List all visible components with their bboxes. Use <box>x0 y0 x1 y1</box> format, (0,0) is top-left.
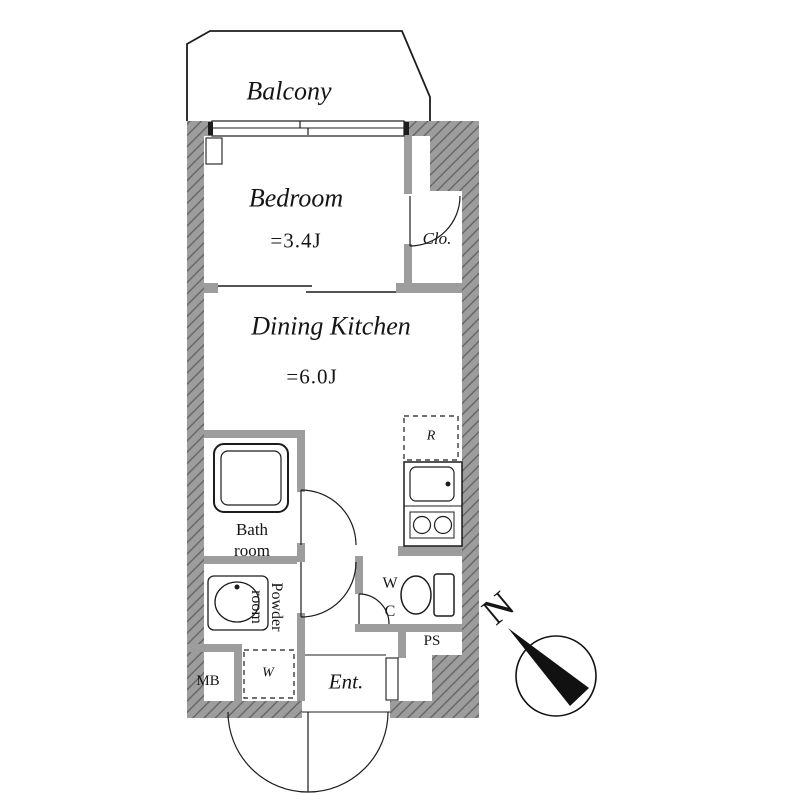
refrigerator-label: R <box>426 428 436 444</box>
fixtures <box>207 415 463 701</box>
ps-left-wall <box>398 624 406 658</box>
outer-wall-right <box>462 121 479 718</box>
kitchen-counter <box>403 461 463 547</box>
refrigerator-space <box>403 415 459 461</box>
bathroom-label: Bath room <box>234 519 270 562</box>
toilet <box>400 573 455 617</box>
interior-walls <box>187 136 462 701</box>
closet-wall-lower <box>404 244 412 286</box>
compass <box>508 628 597 717</box>
bath-powder-divider <box>204 556 297 564</box>
powder-room-label-line2: room <box>248 590 265 624</box>
bedroom-niche <box>205 137 223 165</box>
closet-label: Clo. <box>422 228 452 248</box>
bathroom-label-line1: Bath <box>235 519 269 539</box>
wc-bottom-wall <box>355 624 462 632</box>
wc-label-line2: C <box>384 603 396 620</box>
column-top-right <box>430 121 479 191</box>
dining-kitchen-size-label: =6.0J <box>286 364 338 389</box>
mb-top-wall <box>187 644 242 652</box>
powder-right-wall <box>297 613 305 701</box>
washbasin <box>207 575 269 631</box>
wc-left-wall <box>355 556 363 594</box>
shoe-step <box>385 657 399 701</box>
balcony-window <box>208 120 409 137</box>
dining-kitchen-label: Dining Kitchen <box>251 311 411 341</box>
powder-room-door <box>300 561 357 618</box>
mb-right-wall <box>234 644 242 701</box>
balcony-label: Balcony <box>246 76 332 106</box>
stove <box>409 511 455 539</box>
bathroom-door <box>300 489 357 546</box>
column-bottom-right <box>432 655 479 718</box>
wc-label-line1: W <box>382 575 398 592</box>
powder-room-label-line1: Powder <box>268 582 285 632</box>
divider-wall-left <box>204 283 218 293</box>
kitchen-bottom-wall <box>398 546 462 556</box>
entrance-label: Ent. <box>328 669 364 694</box>
powder-room-label: Powder room <box>246 583 286 632</box>
balcony-outline <box>186 30 431 121</box>
ps-label: PS <box>423 633 441 649</box>
wc-door <box>358 593 390 625</box>
entrance-door <box>227 701 390 793</box>
kitchen-sink <box>409 466 455 502</box>
bath-right-wall <box>297 430 305 492</box>
bedroom-size-label: =3.4J <box>270 228 322 253</box>
bedroom-label: Bedroom <box>248 183 344 213</box>
bathroom-label-line2: room <box>234 541 270 560</box>
bath-top-wall <box>204 430 305 438</box>
wc-label: W C <box>382 570 397 626</box>
doors <box>227 195 461 793</box>
washer-label: W <box>262 665 274 681</box>
outer-wall-left <box>187 121 204 718</box>
door-mid-stub <box>297 543 305 562</box>
compass-needle <box>508 628 589 706</box>
washer-space <box>243 649 295 699</box>
mb-label: MB <box>196 673 220 689</box>
sliding-door <box>218 285 396 293</box>
divider-wall-right <box>396 283 462 293</box>
closet-door <box>409 195 461 247</box>
compass-circle <box>515 635 597 717</box>
bathtub <box>213 443 289 513</box>
closet-wall-upper <box>404 136 412 194</box>
